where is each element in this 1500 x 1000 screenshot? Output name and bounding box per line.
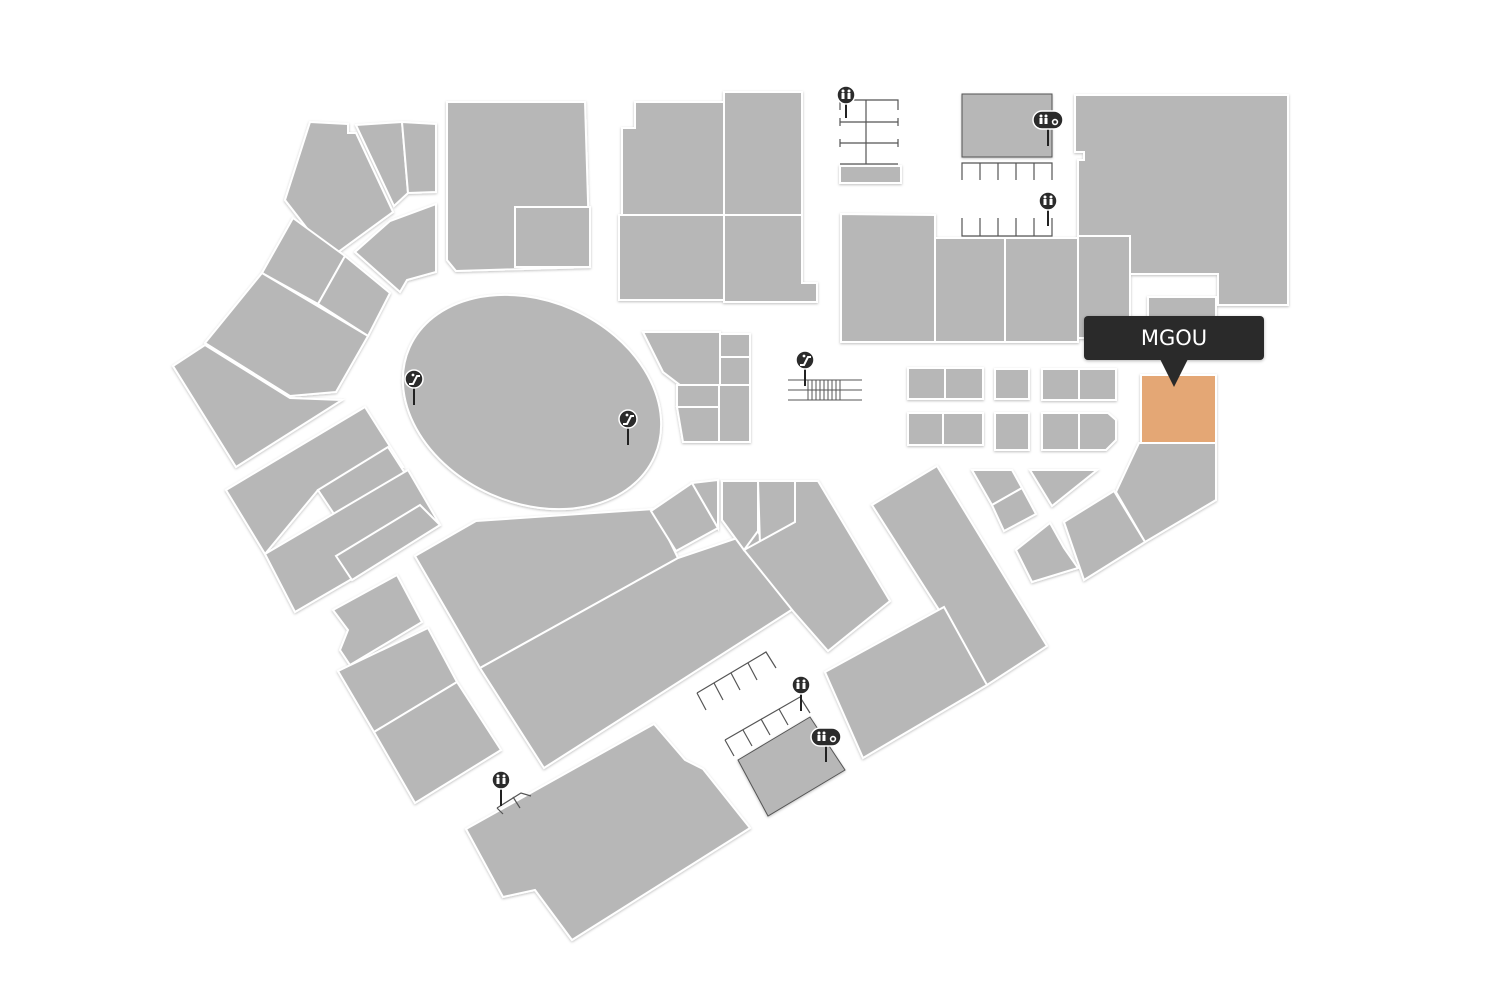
store-unit[interactable]: [742, 480, 892, 653]
kiosk-unit[interactable]: [944, 367, 984, 400]
restroom-icon[interactable]: [836, 85, 856, 118]
store-unit[interactable]: [641, 331, 721, 386]
store-unit[interactable]: [618, 214, 725, 301]
store-unit[interactable]: [823, 605, 989, 760]
store-unit[interactable]: [990, 486, 1038, 533]
restroom-icon[interactable]: [791, 675, 811, 711]
kiosk-unit[interactable]: [994, 368, 1030, 400]
kiosk-unit[interactable]: [1078, 368, 1117, 401]
store-unit[interactable]: [514, 206, 591, 268]
restroom-accessible-icon[interactable]: [810, 727, 842, 762]
store-unit[interactable]: [283, 120, 395, 260]
kiosk-unit[interactable]: [907, 412, 944, 446]
store-unit[interactable]: [723, 91, 803, 216]
store-tooltip: MGOU: [1084, 316, 1264, 360]
tooltip-label: MGOU: [1140, 326, 1208, 350]
kiosk-unit[interactable]: [1078, 412, 1117, 451]
store-unit[interactable]: [718, 384, 751, 443]
tooltip-pointer: [1160, 359, 1188, 387]
store-unit[interactable]: [400, 120, 437, 195]
kiosk-unit[interactable]: [1041, 412, 1080, 451]
store-unit[interactable]: [721, 480, 759, 552]
store-unit[interactable]: [621, 101, 725, 216]
kiosk-unit[interactable]: [907, 367, 946, 400]
amenity-pins: [404, 85, 1064, 806]
store-unit[interactable]: [839, 165, 902, 184]
store-unit[interactable]: [840, 212, 936, 343]
restroom-icon[interactable]: [1038, 191, 1058, 226]
store-unit[interactable]: [675, 406, 720, 443]
kiosk-unit[interactable]: [994, 412, 1030, 451]
store-unit[interactable]: [353, 202, 437, 294]
restroom-accessible-icon[interactable]: [1032, 110, 1064, 146]
kiosk-unit[interactable]: [942, 412, 984, 446]
store-unit[interactable]: [171, 343, 346, 469]
escalator-steps: [788, 379, 862, 401]
escalator-icon[interactable]: [618, 409, 638, 445]
kiosk-unit[interactable]: [1041, 368, 1080, 401]
store-unit[interactable]: [334, 503, 442, 582]
restroom-icon[interactable]: [491, 770, 511, 806]
store-unit[interactable]: [372, 680, 503, 805]
central-atrium-store[interactable]: [369, 255, 696, 549]
store-unit[interactable]: [690, 478, 719, 532]
store-unit[interactable]: [676, 384, 720, 408]
escalator-icon[interactable]: [404, 369, 424, 405]
store-unit[interactable]: [203, 271, 370, 398]
escalator-icon[interactable]: [795, 350, 815, 386]
store-unit[interactable]: [1004, 237, 1079, 343]
store-unit[interactable]: [934, 237, 1006, 343]
store-unit[interactable]: [1014, 521, 1080, 584]
anchor-store-south[interactable]: [464, 722, 752, 942]
store-unit[interactable]: [719, 356, 751, 388]
store-unit[interactable]: [723, 214, 818, 303]
anchor-store-northeast[interactable]: [1074, 94, 1289, 306]
store-unit[interactable]: [719, 333, 751, 358]
store-unit[interactable]: [1028, 469, 1100, 508]
store-unit[interactable]: [1062, 489, 1147, 582]
